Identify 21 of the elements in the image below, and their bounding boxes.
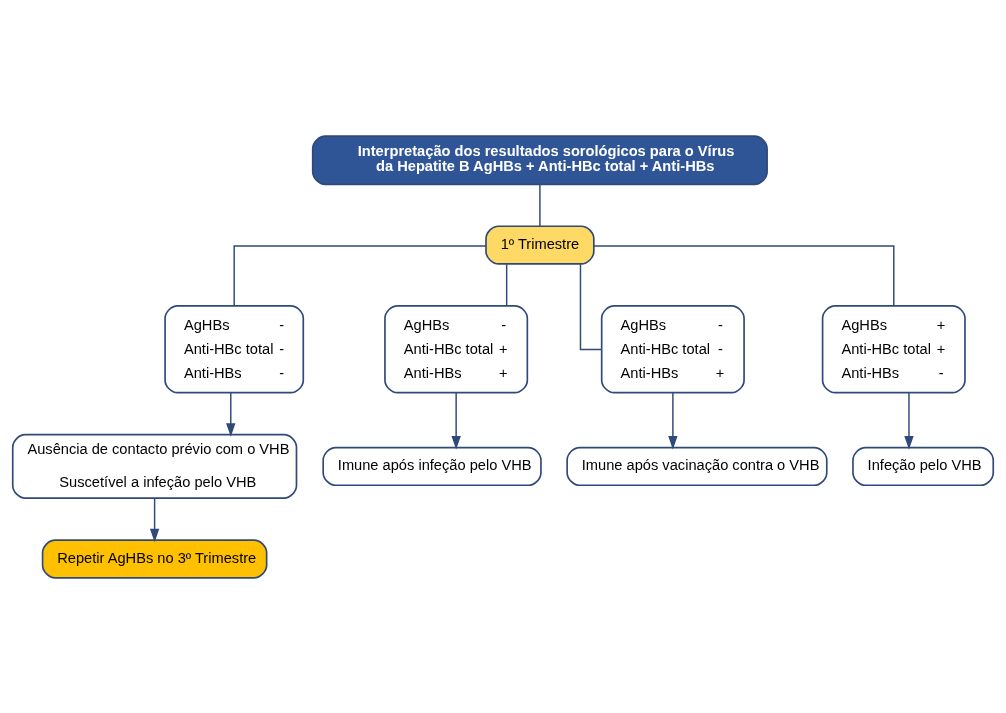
node-box: AgHBs - Anti-HBc total + Anti-HBs + <box>384 304 529 394</box>
arrow <box>668 391 678 449</box>
arrow <box>451 391 461 449</box>
node-box: Repetir AgHBs no 3º Trimestre <box>41 538 268 579</box>
connector <box>593 244 895 306</box>
node-box: Imune após infeção pelo VHB <box>322 446 542 486</box>
connector <box>539 183 541 227</box>
node-box: 1º Trimestre <box>485 224 595 265</box>
node-box: Interpretação dos resultados sorológicos para o Vírus da Hepatite B AgHBs + Anti-HBc total + Anti-HBs <box>311 134 768 185</box>
node-box: AgHBs - Anti-HBc total - Anti-HBs + <box>600 304 745 394</box>
connector <box>233 244 487 306</box>
node-box: AgHBs - Anti-HBc total - Anti-HBs - <box>164 304 305 394</box>
node-box: Infeção pelo VHB <box>852 446 995 486</box>
node-box: Imune após vacinação contra o VHB <box>566 446 828 486</box>
arrow <box>904 391 914 449</box>
connector <box>579 263 603 350</box>
node-box: Ausência de contacto prévio com o VHB Suscetível a infeção pelo VHB <box>11 433 298 499</box>
node-box: AgHBs + Anti-HBc total + Anti-HBs - <box>821 304 966 394</box>
arrow <box>226 391 236 437</box>
connector <box>505 262 508 306</box>
arrow <box>149 497 160 542</box>
